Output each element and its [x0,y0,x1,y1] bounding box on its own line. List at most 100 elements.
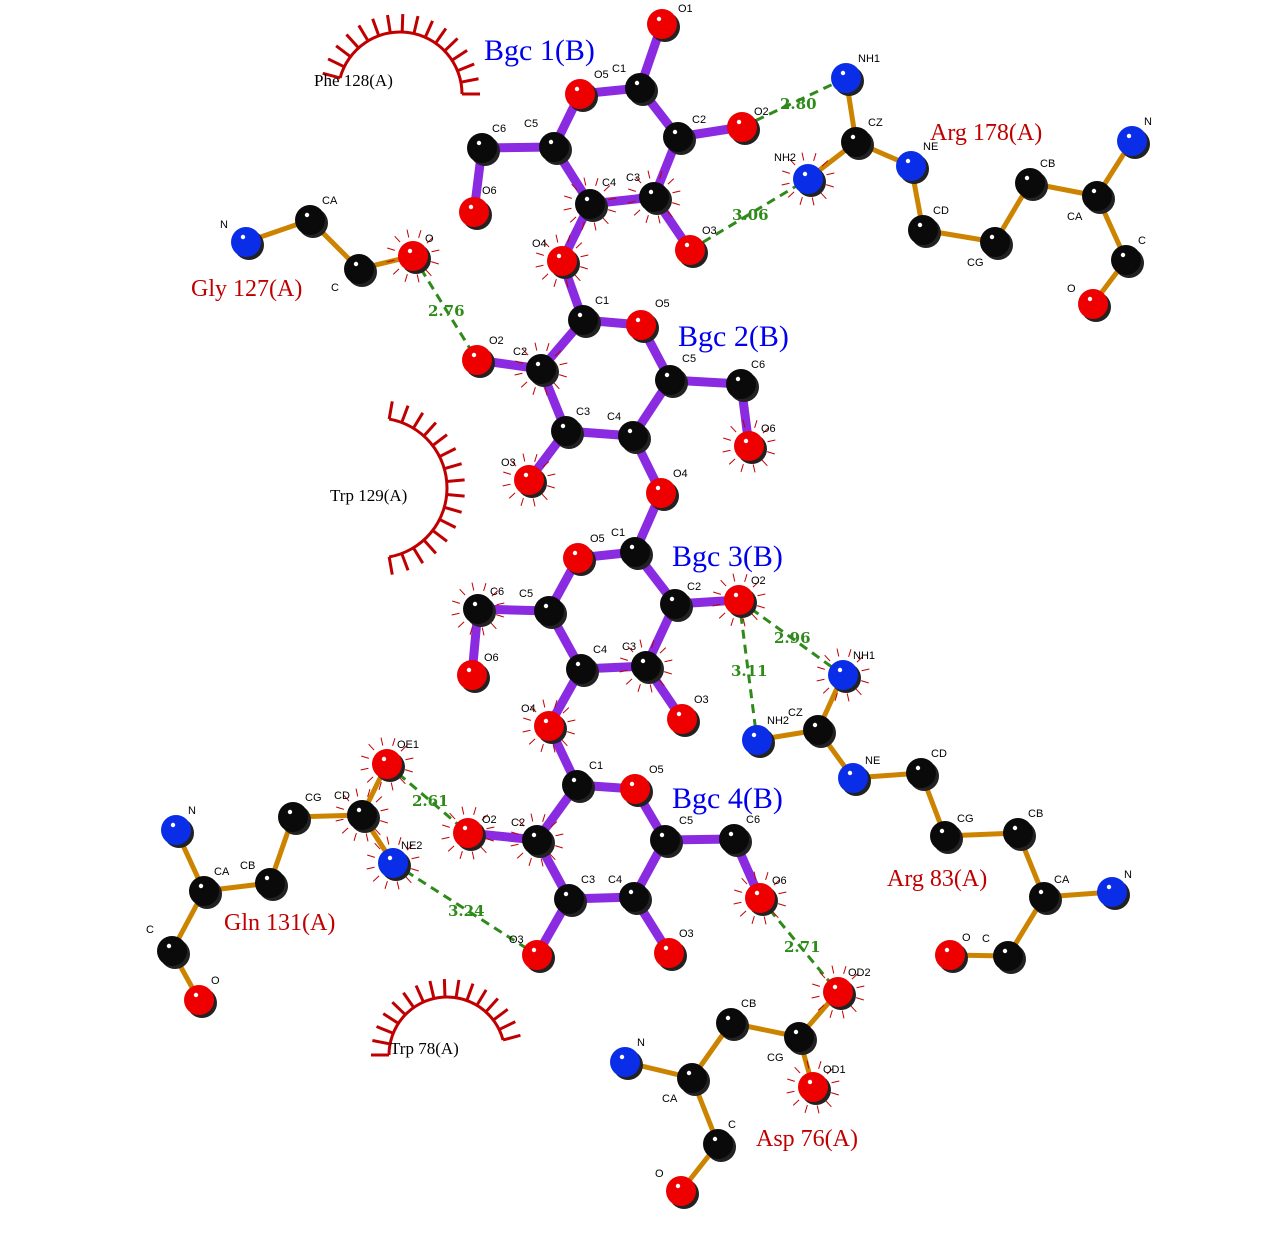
contact-spike [773,879,781,886]
oxygen-atom [1078,289,1108,319]
atom-highlight [264,875,270,881]
carbon-atom [726,369,756,399]
contact-spike [826,184,834,188]
atom-highlight [656,16,662,22]
atom-label: C1 [589,760,603,772]
nitrogen-atom [378,848,408,878]
contact-spike [593,222,597,231]
carbon-atom [677,1063,707,1093]
contact-spike [608,197,617,201]
atom-highlight [905,158,911,164]
atom-highlight [535,361,541,367]
carbon-atom [625,73,655,103]
contact-spike [841,1010,845,1019]
contact-spike [547,485,555,489]
contact-spike [459,851,463,859]
contact-spike [826,172,835,176]
contact-spike [851,973,859,980]
hydrophobic-spike [456,62,475,73]
oxygen-atom [734,431,764,461]
atom-highlight [736,119,742,125]
hydrophobic-spike [387,401,394,420]
atom-highlight [676,711,682,717]
atom-highlight [572,550,578,556]
carbon-atom [255,868,285,898]
contact-spike [567,235,571,243]
contact-spike [514,372,523,376]
atom-label: C3 [622,641,636,653]
contact-spike [751,916,755,924]
nitrogen-atom [231,227,261,257]
hydrophobic-spike [443,462,463,471]
atom-highlight [812,722,818,728]
contact-spike [366,776,374,783]
atom-label: O2 [482,814,497,826]
atom-label: C3 [581,874,595,886]
atom-highlight [381,756,387,762]
atom-highlight [634,80,640,86]
atom-label: NH1 [853,650,875,662]
atom-label: CZ [788,707,803,719]
hydrophobic-spike [371,18,381,37]
contact-spike [405,769,413,773]
carbon-atom [1015,168,1045,198]
carbon-atom [295,205,325,235]
contact-spike [541,273,549,280]
hbond-distance-label: 2.61 [412,792,449,810]
atom-highlight [1038,889,1044,895]
nitrogen-atom [838,763,868,793]
contact-spike [481,814,489,821]
residue-label-gln131: Gln 131(A) [224,910,335,936]
contact-spike [534,342,538,351]
contact-spike [530,813,534,822]
carbon-atom [562,770,592,800]
contact-spike [571,183,578,191]
atoms [157,9,1150,1209]
hydrophobic-spike [400,552,410,571]
atom-highlight [287,809,293,815]
hydrophobic-spike [391,1001,407,1016]
contact-spike [365,833,369,842]
atom-label: C6 [746,814,760,826]
contact-spike [602,217,609,225]
atom-highlight [198,883,204,889]
contact-spike [816,678,825,682]
atom-label: N [637,1037,645,1049]
carbon-atom [278,802,308,832]
atom-label: CD [933,205,949,217]
atom-highlight [655,485,661,491]
contact-spike [503,471,511,475]
atom-label: C4 [593,644,607,656]
oxygen-atom [646,478,676,508]
atom-label: NE [923,141,938,153]
hydrophobic-arc-trp129 [388,417,449,559]
carbon-atom [522,825,552,855]
atom-label: CB [1040,158,1055,170]
contact-spike [627,645,634,653]
carbon-atom [784,1022,814,1052]
carbon-atom [908,215,938,245]
contact-spike [848,649,852,657]
contact-spike [824,654,831,662]
contact-spike [405,757,414,761]
atom-highlight [733,592,739,598]
atom-label: O4 [532,238,547,250]
atom-highlight [468,204,474,210]
carbon-atom [554,884,584,914]
contact-spike [335,818,344,822]
hydrophobic-spike [465,983,475,1002]
atom-label: CB [1028,808,1043,820]
atom-label: CA [1067,211,1083,223]
contact-spike [658,679,665,687]
contact-spike [757,593,766,597]
atom-highlight [170,822,176,828]
atom-highlight [563,891,569,897]
carbon-atom [841,127,871,157]
contact-spike [559,362,568,366]
carbon-atom [463,594,493,624]
atom-label: CG [767,1052,784,1064]
contact-spike [404,274,408,282]
contact-spike [595,178,599,186]
atom-highlight [751,732,757,738]
oxygen-atom [654,938,684,968]
